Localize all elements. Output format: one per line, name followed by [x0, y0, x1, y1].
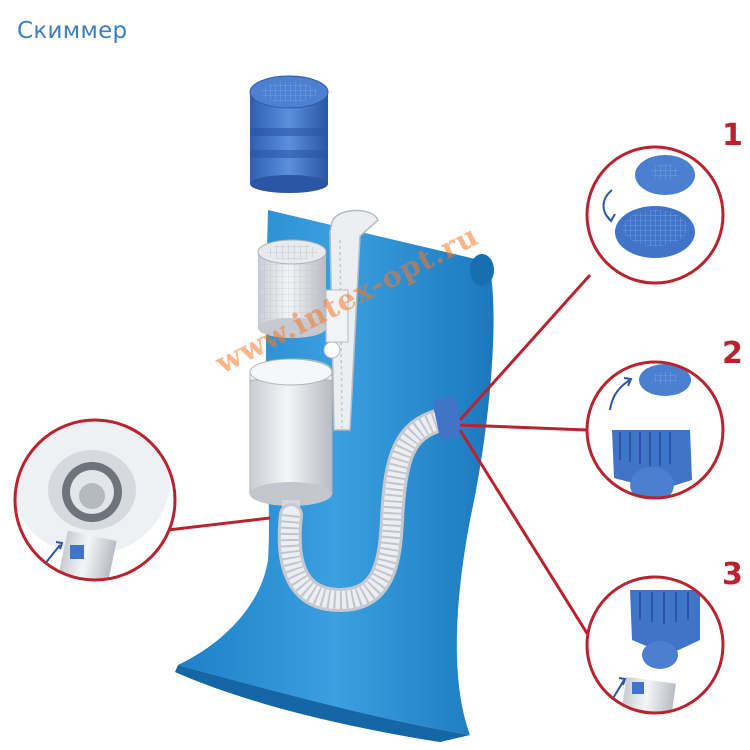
blue-cartridge-cap	[249, 75, 329, 193]
page-title: Скиммер	[17, 18, 128, 44]
pool-liner	[175, 210, 494, 742]
skimmer-housing	[249, 358, 333, 518]
callout-lines	[167, 273, 592, 639]
connection-hose	[277, 396, 464, 613]
step-1-number: 1	[722, 118, 743, 153]
step-1-detail-circle	[585, 145, 725, 285]
step-3-number: 3	[722, 557, 743, 592]
step-3-detail-circle	[585, 575, 725, 715]
step-2-number: 2	[722, 336, 743, 371]
inlet-detail-circle	[13, 418, 177, 582]
step-2-detail-circle	[585, 360, 725, 500]
filter-cartridge	[257, 239, 327, 338]
skimmer-bracket	[323, 209, 379, 431]
